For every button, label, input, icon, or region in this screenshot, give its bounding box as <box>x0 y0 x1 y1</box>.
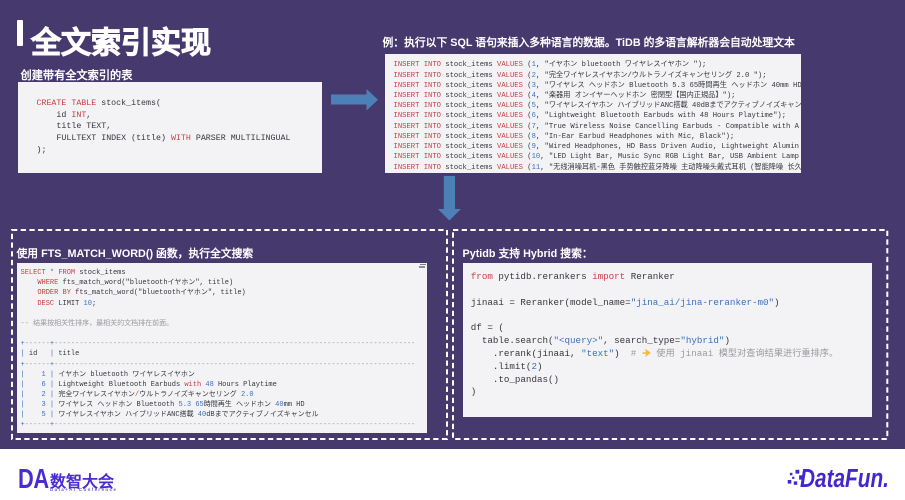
svg-text:DataFun.: DataFun. <box>800 464 889 493</box>
